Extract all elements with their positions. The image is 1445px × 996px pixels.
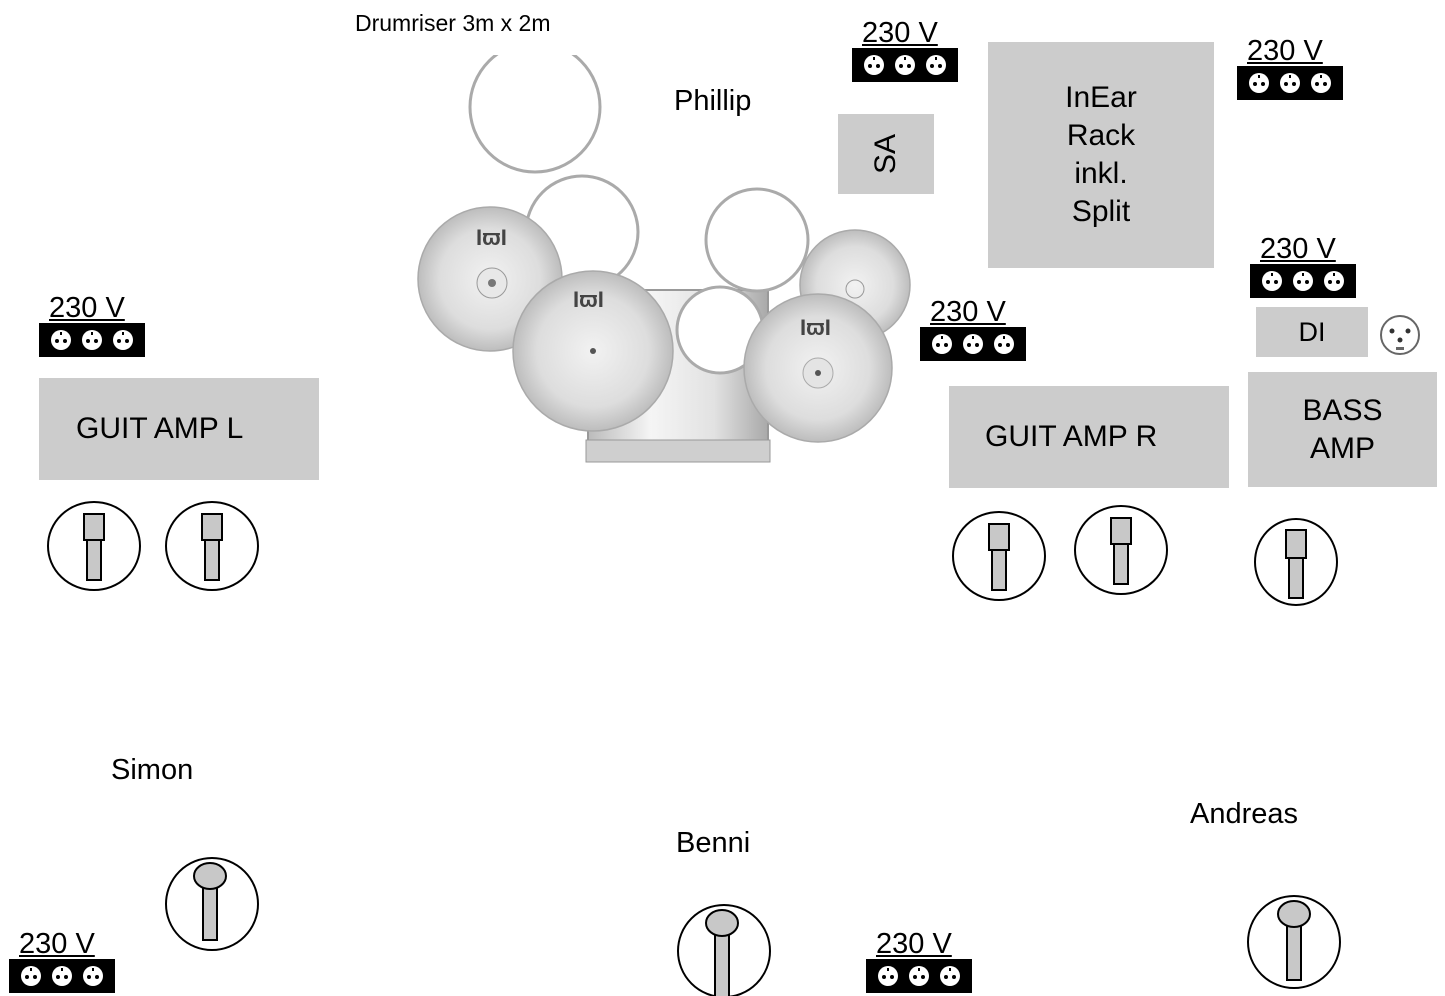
power-voltage-label: 230 V — [1260, 233, 1336, 265]
guit-amp-right-label: GUIT AMP R — [985, 420, 1158, 453]
inear-rack-label: InEar Rack inkl. Split — [1065, 81, 1137, 228]
di-box: DI — [1256, 307, 1368, 357]
drummer-name: Phillip — [674, 85, 752, 117]
power-voltage-label: 230 V — [862, 17, 938, 49]
svg-text:ΙϖΙ: ΙϖΙ — [476, 225, 507, 250]
bass-amp: BASS AMP — [1248, 372, 1437, 487]
instrument-mic-stand-icon — [1074, 505, 1168, 595]
inear-rack: InEar Rack inkl. Split — [988, 42, 1214, 268]
vocal-mic-stand-icon — [677, 904, 771, 996]
instrument-mic-stand-icon — [952, 511, 1046, 601]
svg-text:ΙϖΙ: ΙϖΙ — [573, 287, 604, 312]
xlr-connector-icon — [1380, 315, 1420, 355]
musician-name-center: Benni — [676, 827, 751, 859]
musician-name-right: Andreas — [1190, 798, 1299, 830]
sa-box: SA — [838, 114, 934, 194]
power-voltage-label: 230 V — [1247, 35, 1323, 67]
power-strip-icon — [852, 48, 958, 82]
power-outlet-left: 230 V — [39, 294, 145, 357]
power-voltage-label: 230 V — [876, 928, 952, 960]
power-strip-icon — [1250, 264, 1356, 298]
power-voltage-label: 230 V — [930, 296, 1006, 328]
power-outlet-bass: 230 V — [1250, 235, 1356, 298]
power-outlet-bottom-left: 230 V — [9, 930, 115, 993]
power-strip-icon — [1237, 66, 1343, 100]
drum-kit-icon: ΙϖΙ ΙϖΙ ΙϖΙ — [417, 55, 911, 463]
drumriser-label: Drumriser 3m x 2m — [355, 10, 551, 36]
instrument-mic-stand-icon — [1254, 518, 1338, 606]
guit-amp-left-label: GUIT AMP L — [76, 412, 244, 445]
power-voltage-label: 230 V — [49, 292, 125, 324]
power-outlet-bottom-center: 230 V — [866, 930, 972, 993]
power-outlet-guit-right: 230 V — [920, 298, 1026, 361]
instrument-mic-stand-icon — [47, 501, 141, 591]
power-voltage-label: 230 V — [19, 928, 95, 960]
power-strip-icon — [866, 959, 972, 993]
guit-amp-right: GUIT AMP R — [949, 386, 1229, 488]
vocal-mic-stand-icon — [1247, 895, 1341, 989]
svg-text:ΙϖΙ: ΙϖΙ — [800, 315, 831, 340]
instrument-mic-stand-icon — [165, 501, 259, 591]
di-label: DI — [1298, 317, 1326, 347]
bass-amp-label: BASS AMP — [1302, 393, 1383, 465]
power-strip-icon — [9, 959, 115, 993]
sa-label: SA — [869, 133, 902, 175]
power-strip-icon — [39, 323, 145, 357]
musician-name-left: Simon — [111, 754, 194, 786]
vocal-mic-stand-icon — [165, 857, 259, 951]
power-strip-icon — [920, 327, 1026, 361]
guit-amp-left: GUIT AMP L — [39, 378, 319, 480]
power-outlet-drum: 230 V — [852, 19, 958, 82]
power-outlet-top-right: 230 V — [1237, 37, 1343, 100]
